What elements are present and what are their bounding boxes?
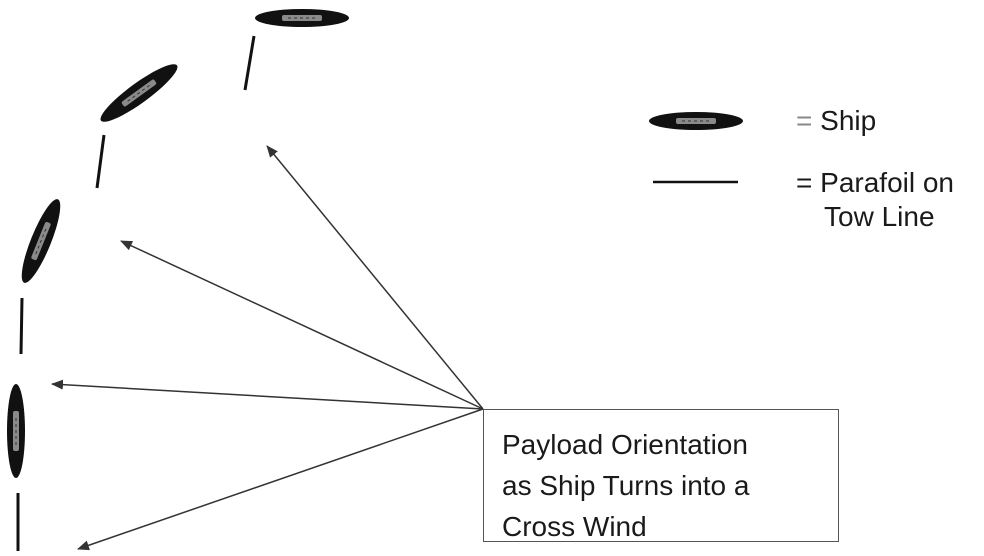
arrow-orientation-2 — [120, 240, 484, 410]
ship-icon — [7, 384, 25, 478]
arrow-orientation-3 — [51, 379, 484, 410]
legend-ship-equals: = — [796, 105, 813, 136]
arrow-orientation-4 — [77, 408, 484, 551]
legend-parafoil-text-line2: Tow Line — [824, 201, 935, 232]
legend-ship-label: = Ship — [796, 104, 876, 138]
legend-parafoil-text-line1: Parafoil on — [820, 167, 955, 198]
ship-icon — [100, 64, 178, 122]
arrow-orientation-1 — [266, 145, 484, 410]
callout-line-1: Payload Orientation — [502, 429, 748, 460]
payload-orientation-callout: Payload Orientation as Ship Turns into a… — [483, 409, 839, 542]
parafoil-tow-line-icon — [243, 35, 256, 91]
parafoil-tow-line-icon — [19, 297, 24, 355]
ship-icon — [255, 9, 349, 27]
orientation-arrows — [51, 145, 484, 551]
callout-line-3: Cross Wind — [502, 511, 647, 542]
legend-ship-text: Ship — [820, 105, 877, 136]
ship-icon — [21, 199, 61, 283]
legend-parafoil-label: = Parafoil on Tow Line — [796, 166, 954, 234]
callout-line-2: as Ship Turns into a — [502, 470, 750, 501]
legend-parafoil-equals: = — [796, 167, 813, 198]
legend-ship-icon — [649, 112, 743, 130]
parafoil-tow-line-icon — [95, 134, 106, 189]
